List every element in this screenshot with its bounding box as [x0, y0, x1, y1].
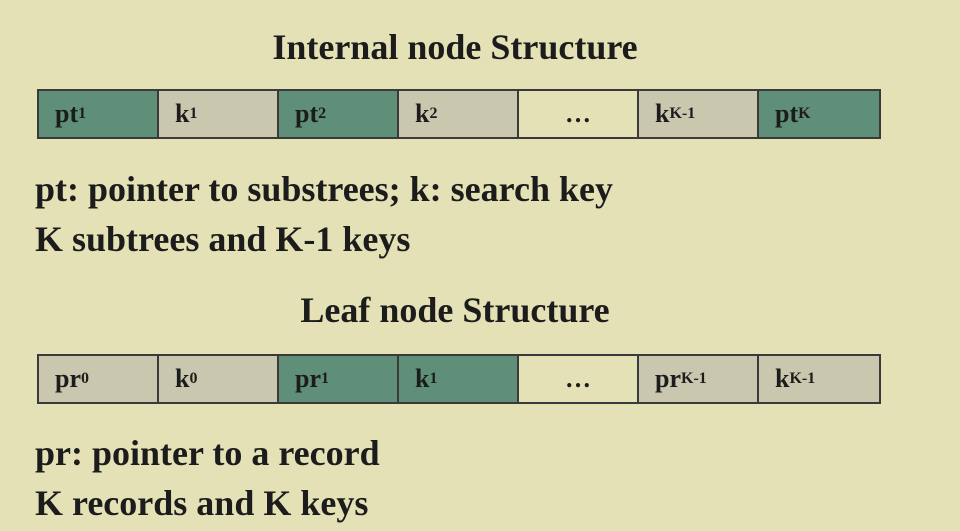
leaf-description-line2: K records and K keys [35, 483, 369, 523]
internal-description-line1: pt: pointer to substrees; k: search key [35, 169, 613, 209]
leaf-cell-ellipsis: … [519, 356, 639, 402]
leaf-description-line1: pr: pointer to a record [35, 433, 380, 473]
leaf-node-title: Leaf node Structure [300, 290, 610, 330]
internal-cell-ellipsis: … [519, 91, 639, 137]
internal-node-title: Internal node Structure [272, 27, 638, 67]
internal-description-line2: K subtrees and K-1 keys [35, 219, 411, 259]
